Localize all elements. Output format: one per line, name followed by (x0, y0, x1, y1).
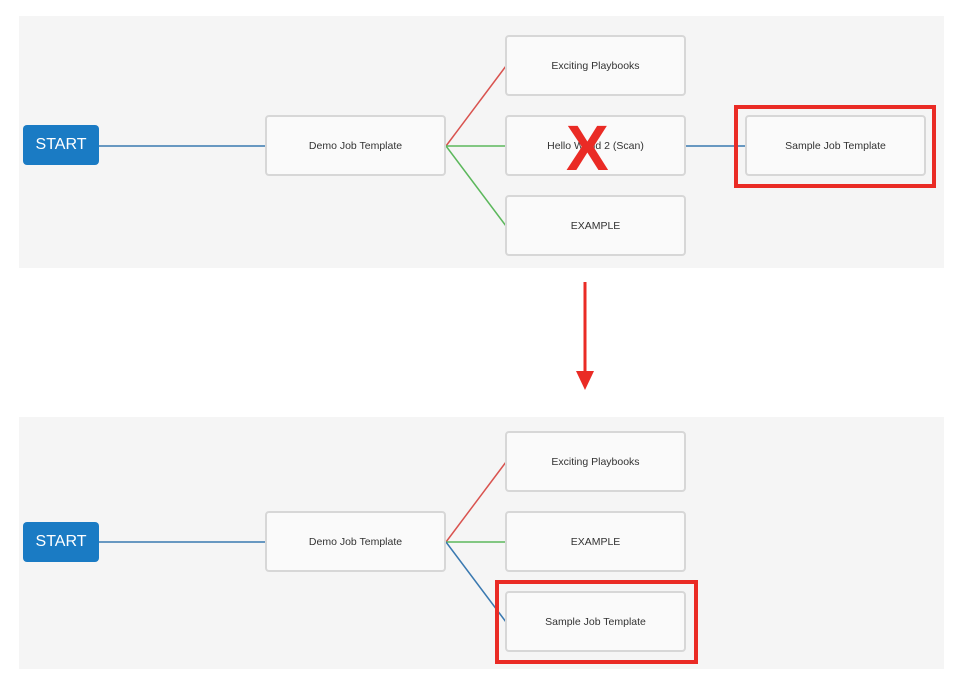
node-exciting-playbooks[interactable]: Exciting Playbooks (505, 431, 686, 492)
delete-x-mark: X (566, 112, 609, 184)
workflow-canvas-before: START Demo Job Template Exciting Playboo… (19, 16, 944, 268)
link-demo-exciting[interactable] (445, 461, 507, 543)
workflow-canvas-after: START Demo Job Template Exciting Playboo… (19, 417, 944, 669)
start-node[interactable]: START (23, 125, 99, 165)
link-demo-example[interactable] (445, 145, 507, 227)
link-demo-exciting[interactable] (445, 65, 507, 147)
workflow-links-before (99, 65, 746, 227)
node-sample-job-template[interactable]: Sample Job Template (505, 591, 686, 652)
node-example[interactable]: EXAMPLE (505, 195, 686, 256)
arrow-down-icon (576, 282, 594, 390)
node-exciting-playbooks[interactable]: Exciting Playbooks (505, 35, 686, 96)
node-example[interactable]: EXAMPLE (505, 511, 686, 572)
workflow-links-after (99, 461, 507, 623)
node-sample-job-template[interactable]: Sample Job Template (745, 115, 926, 176)
node-hello-world-2-scan[interactable]: Hello World 2 (Scan) (505, 115, 686, 176)
highlight-box-sample (734, 105, 936, 188)
node-demo-job-template[interactable]: Demo Job Template (265, 115, 446, 176)
start-node[interactable]: START (23, 522, 99, 562)
highlight-box-sample (495, 580, 698, 664)
node-demo-job-template[interactable]: Demo Job Template (265, 511, 446, 572)
